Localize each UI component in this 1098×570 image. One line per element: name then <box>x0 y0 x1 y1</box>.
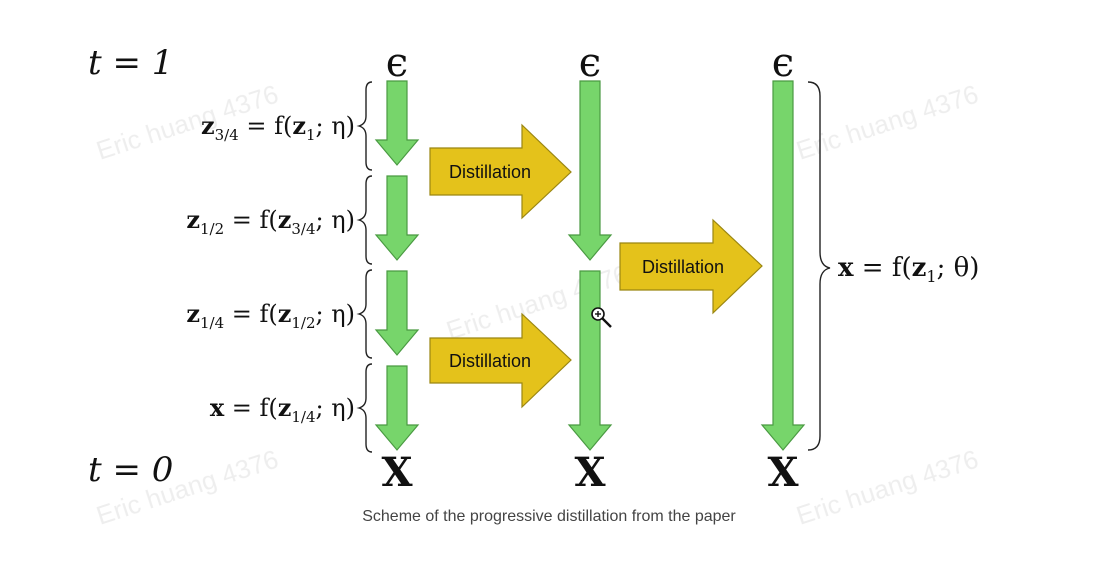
equation-z14: z1/4 = f(z1/2; η) <box>186 299 355 332</box>
epsilon-label-col2: ϵ <box>579 40 601 86</box>
x-label-col3: X <box>767 449 798 496</box>
green-arrow-down <box>567 270 613 451</box>
watermark: Eric huang 4376 <box>793 79 982 166</box>
left-brace-4 <box>356 363 373 453</box>
t-top-label: t = 1 <box>88 43 173 83</box>
left-brace-3 <box>356 269 373 359</box>
distillation-label: Distillation <box>449 351 531 371</box>
distillation-label: Distillation <box>449 162 531 182</box>
left-brace-group <box>356 81 373 453</box>
left-brace-2 <box>356 175 373 265</box>
distillation-arrow-2: Distillation <box>619 218 763 315</box>
green-arrow-down <box>567 80 613 261</box>
green-arrow-down <box>374 80 420 166</box>
green-arrow-down <box>374 175 420 261</box>
t-bottom-label: t = 0 <box>88 450 173 490</box>
x-label-col1: X <box>381 449 412 496</box>
equation-z12: z1/2 = f(z3/4; η) <box>186 205 355 238</box>
right-brace <box>807 81 831 451</box>
green-arrows-col3 <box>760 80 806 451</box>
green-arrows-col1 <box>374 80 420 451</box>
green-arrow-down <box>374 365 420 451</box>
zoom-in-cursor-icon <box>591 307 612 328</box>
left-brace-1 <box>356 81 373 171</box>
equation-z34: z3/4 = f(z1; η) <box>201 111 355 144</box>
x-label-col2: X <box>574 449 605 496</box>
epsilon-label-col1: ϵ <box>386 40 408 86</box>
figure-caption: Scheme of the progressive distillation f… <box>362 508 736 525</box>
green-arrow-down <box>760 80 806 451</box>
green-arrows-col2 <box>567 80 613 451</box>
equation-final: x = f(z1; θ) <box>838 253 979 286</box>
equation-x: x = f(z1/4; η) <box>210 393 355 426</box>
distillation-arrow-3: Distillation <box>429 312 572 409</box>
epsilon-label-col3: ϵ <box>772 40 794 86</box>
green-arrow-down <box>374 270 420 356</box>
distillation-arrow-1: Distillation <box>429 123 572 220</box>
distillation-label: Distillation <box>642 257 724 277</box>
